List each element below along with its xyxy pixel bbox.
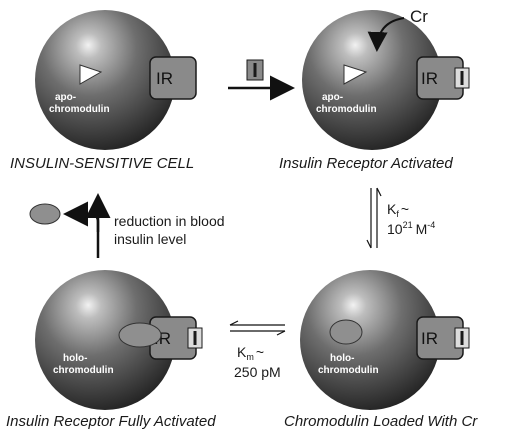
- release-arrow: [63, 201, 100, 258]
- molecule-label-line1: holo-: [63, 353, 87, 364]
- insulin-activation-equilibrium: Km~ 250 pM: [229, 320, 286, 380]
- cell-bottom-right: IR holo- chromodulin Chromodulin Loaded …: [284, 270, 478, 430]
- receptor-label: IR: [421, 69, 438, 88]
- cell-top-left: IR apo- chromodulin INSULIN-SENSITIVE CE…: [10, 10, 197, 172]
- cell-title: Chromodulin Loaded With Cr: [284, 413, 478, 430]
- receptor-label: IR: [421, 329, 438, 348]
- insulin-binding-step: [228, 59, 295, 101]
- molecule-label-line2: chromodulin: [53, 365, 114, 376]
- cell-top-right: IR apo- chromodulin Cr Insulin Receptor …: [279, 7, 470, 172]
- molecule-label-line2: chromodulin: [49, 104, 110, 115]
- chromodulin-release-step: reduction in blood insulin level: [29, 193, 225, 258]
- cell-sphere: [35, 270, 175, 410]
- released-chromodulin: [29, 203, 61, 225]
- km-constant-line1: Km~: [237, 344, 264, 362]
- molecule-label-line1: apo-: [322, 92, 343, 103]
- cell-bottom-left: IR holo- chromodulin Insulin Receptor Fu…: [6, 270, 216, 430]
- insulin-receptor: [149, 56, 197, 100]
- chromium-entry-arrow: [367, 17, 405, 52]
- km-symbol: K: [237, 344, 247, 360]
- cell-sphere: [300, 270, 440, 410]
- cell-title: Insulin Receptor Fully Activated: [6, 413, 216, 430]
- molecule-label-line2: chromodulin: [318, 365, 379, 376]
- kf-symbol: K: [387, 201, 397, 217]
- cell-title: INSULIN-SENSITIVE CELL: [10, 155, 194, 172]
- bound-insulin-bar: [193, 331, 197, 345]
- bound-insulin-bar: [460, 331, 464, 345]
- apochromodulin-triangle: [343, 64, 368, 85]
- km-constant-line2: 250 pM: [234, 364, 281, 380]
- cell-sphere: [35, 10, 175, 150]
- insulin-icon-bar: [253, 63, 257, 77]
- apochromodulin-triangle: [79, 64, 103, 85]
- holochromodulin-oval: [329, 319, 363, 345]
- kf-constant-line1: Kf~: [387, 201, 409, 219]
- cell-title: Insulin Receptor Activated: [279, 155, 453, 172]
- molecule-label-line2: chromodulin: [316, 104, 377, 115]
- release-note-line2: insulin level: [114, 231, 186, 247]
- holochromodulin-oval: [118, 322, 162, 348]
- molecule-label-line1: apo-: [55, 92, 76, 103]
- bound-insulin-bar: [460, 71, 464, 85]
- release-note-line1: reduction in blood: [114, 213, 225, 229]
- chromium-label: Cr: [410, 7, 428, 26]
- receptor-label: IR: [156, 69, 173, 88]
- cell-sphere: [302, 10, 442, 150]
- molecule-label-line1: holo-: [330, 353, 354, 364]
